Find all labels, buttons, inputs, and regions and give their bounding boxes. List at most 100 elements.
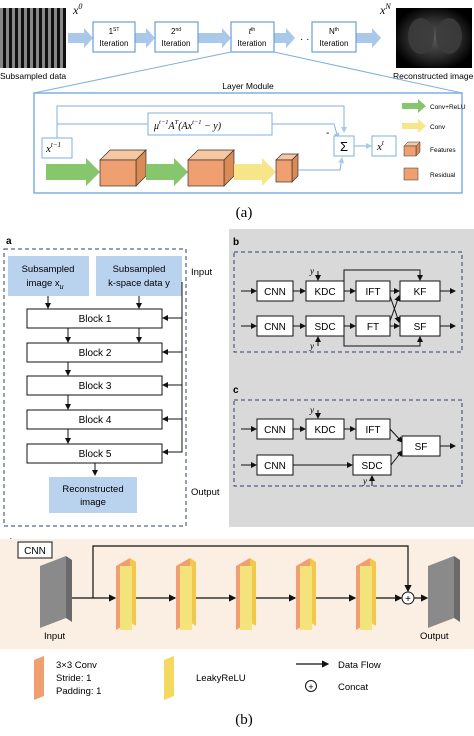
svg-text:IFT: IFT: [366, 425, 381, 436]
svg-text:Block 2: Block 2: [79, 348, 112, 359]
panel-c-blocks: CNN KDC IFT CNN SDC SF: [256, 418, 441, 476]
svg-text:CNN: CNN: [264, 322, 286, 333]
d-layer-2: [176, 558, 196, 630]
svg-text:+: +: [308, 682, 313, 692]
svg-text:y: y: [309, 405, 314, 415]
legend-concat-icon: [305, 680, 317, 692]
d-legend: 3×3 Conv Stride: 1 Padding: 1 LeakyReLU …: [34, 656, 381, 700]
panel-c-frame: [233, 399, 463, 487]
svg-text:Stride: 1: Stride: 1: [56, 673, 91, 684]
reconstructed-image-box: [49, 477, 137, 513]
conv-relu-arrow-2: [146, 158, 188, 186]
svg-text:2nd: 2nd: [171, 27, 181, 36]
svg-text:image xu: image xu: [26, 278, 63, 291]
iteration-box-t: tth Iteration: [230, 21, 275, 53]
svg-text:1ST: 1ST: [109, 27, 120, 36]
svg-text:KDC: KDC: [314, 287, 335, 298]
block-arrows: [45, 282, 183, 476]
svg-text:Block 1: Block 1: [79, 314, 112, 325]
svg-text:SDC: SDC: [314, 322, 335, 333]
d-layer-3: [236, 558, 256, 630]
panel-b-frame: [233, 251, 463, 353]
feature-block-1: [99, 149, 147, 187]
conv-relu-arrow: [46, 158, 100, 186]
svg-text:Residual: Residual: [430, 172, 456, 179]
iteration-box-n: Nth Iteration: [311, 21, 357, 53]
svg-text:Block 4: Block 4: [79, 415, 112, 426]
iteration-box-1: 1ST Iteration: [92, 21, 136, 53]
svg-text:CNN: CNN: [264, 461, 286, 472]
subsampled-data-caption: Subsampled data: [0, 71, 66, 81]
svg-text:Concat: Concat: [338, 682, 368, 693]
svg-text:LeakyReLU: LeakyReLU: [196, 673, 246, 684]
svg-text:IFT: IFT: [366, 287, 381, 298]
minus-sign: -: [326, 128, 329, 139]
svg-text:Nth: Nth: [329, 27, 339, 36]
d-layer-5: [356, 558, 376, 630]
legend-leakyrelu-icon: [164, 656, 174, 700]
legend-conv-icon: [34, 656, 44, 700]
part-a: x0 Subsampled data · · · 1ST Iteration 2…: [0, 2, 474, 221]
sum-symbol: Σ: [340, 139, 348, 154]
svg-text:Subsampled: Subsampled: [113, 264, 166, 275]
svg-text:Data Flow: Data Flow: [338, 660, 381, 671]
panel-label-a: a: [6, 236, 12, 247]
svg-text:3×3 Conv: 3×3 Conv: [56, 660, 97, 671]
subsampled-kspace-box: [96, 256, 182, 296]
svg-text:FT: FT: [367, 322, 379, 333]
legend-features-icon: [403, 141, 421, 157]
svg-text:SF: SF: [415, 442, 428, 453]
svg-text:CNN: CNN: [24, 546, 46, 557]
xt-box: [371, 135, 397, 157]
d-input-label: Input: [44, 631, 65, 642]
xN-label: xN: [379, 2, 391, 17]
svg-text:Padding: 1: Padding: 1: [56, 686, 101, 697]
block-stack: Block 1 Block 2 Block 3 Block 4 Block 5: [26, 308, 163, 464]
svg-text:Features: Features: [430, 147, 456, 154]
svg-text:k-space data y: k-space data y: [108, 278, 170, 289]
svg-text:CNN: CNN: [264, 425, 286, 436]
svg-text:y: y: [362, 476, 367, 486]
subsampled-data-image: [0, 8, 66, 68]
svg-text:+: +: [405, 594, 411, 605]
caption-b: (b): [235, 712, 253, 728]
svg-text:Conv+ReLU: Conv+ReLU: [430, 104, 466, 111]
d-arrows: [72, 545, 429, 602]
svg-text:Iteration: Iteration: [162, 39, 191, 48]
caption-a: (a): [236, 205, 253, 221]
panel-a-frame: [3, 248, 187, 527]
gradient-formula: μt−1AT(Axt−1 − y): [153, 119, 222, 132]
svg-text:CNN: CNN: [264, 287, 286, 298]
svg-text:Iteration: Iteration: [100, 39, 129, 48]
reconstructed-image-caption: Reconstructed image: [393, 71, 474, 81]
svg-text:SDC: SDC: [361, 461, 382, 472]
svg-text:xt: xt: [376, 139, 385, 153]
input-label: Input: [191, 267, 212, 278]
svg-text:tth: tth: [249, 27, 256, 36]
panel-label-b: b: [233, 237, 239, 248]
residual-block: [275, 153, 299, 183]
svg-text:Block 5: Block 5: [79, 449, 112, 460]
svg-text:y: y: [309, 266, 314, 276]
d-layer-1: [116, 558, 136, 630]
output-label: Output: [191, 487, 220, 498]
feature-block-2: [187, 149, 235, 187]
cnn-tag: [17, 541, 53, 559]
legend-conv-relu-icon: [402, 99, 426, 113]
iteration-arrows: [68, 28, 381, 48]
d-output-slab: [428, 556, 460, 628]
module-legend: Conv+ReLU Conv Features Residual: [402, 99, 466, 181]
panel-label-c: c: [233, 385, 239, 396]
svg-text:y: y: [309, 341, 314, 351]
x0-label: x0: [72, 2, 82, 17]
svg-text:Subsampled: Subsampled: [22, 264, 75, 275]
panel-b-blocks: CNN KDC IFT KF CNN SDC FT SF: [256, 280, 441, 337]
subsampled-image-box: [8, 256, 89, 296]
svg-text:Iteration: Iteration: [320, 39, 349, 48]
part-b: a Subsampled image xu Subsampled k-space…: [0, 229, 474, 728]
svg-text:Iteration: Iteration: [238, 39, 267, 48]
d-input-slab: [40, 556, 72, 628]
svg-text:KDC: KDC: [314, 425, 335, 436]
d-layer-stack: [116, 558, 376, 630]
